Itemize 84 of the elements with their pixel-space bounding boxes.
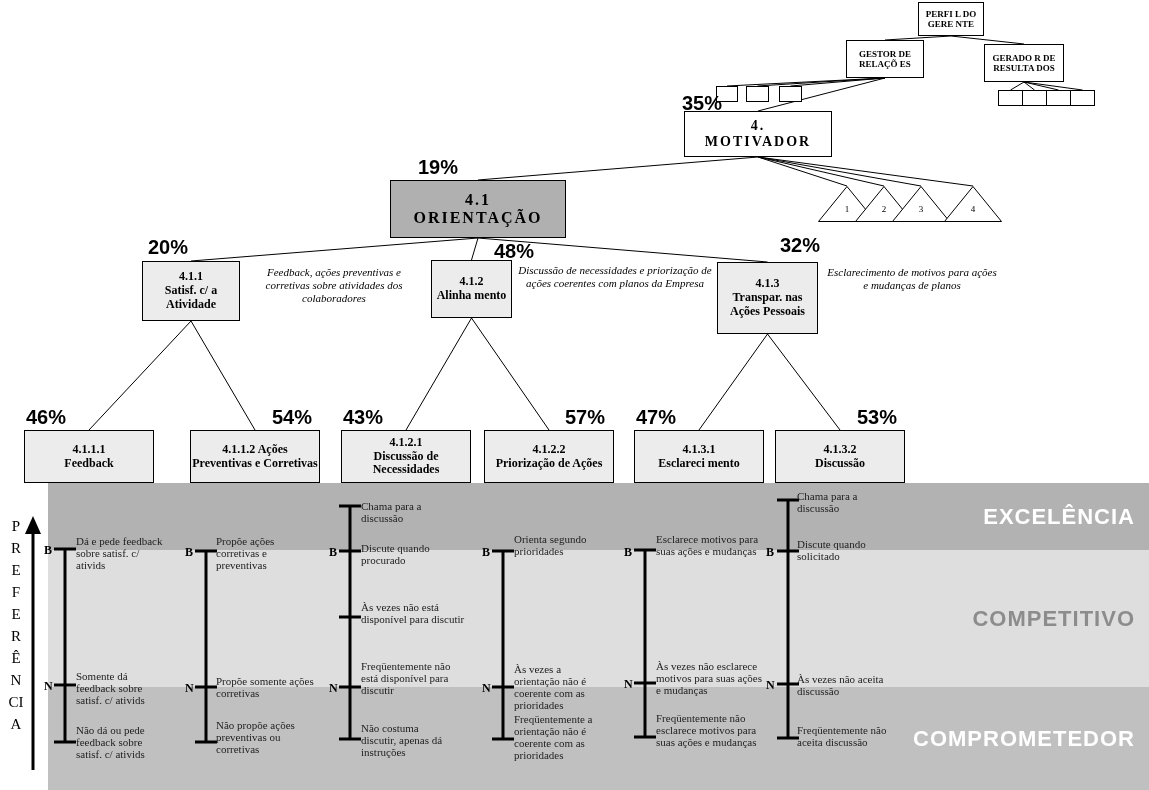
percentage-label: 20%	[148, 236, 189, 259]
tree-line	[88, 320, 192, 431]
scale-mark: B	[44, 543, 52, 558]
scale-mark: N	[624, 677, 633, 692]
triangle-number: 4	[969, 204, 977, 214]
tree-box: PERFI L DO GERE NTE	[918, 2, 984, 36]
scale-mark: B	[482, 545, 490, 560]
tree-line	[405, 317, 472, 431]
axis-title: PREFERÊNCIA	[8, 517, 24, 734]
percentage-label: 54%	[272, 406, 313, 429]
tree-box: 4.1.1 Satisf. c/ a Atividade	[142, 261, 240, 321]
behavior-text: Às vezes não está disponível para discutir	[361, 601, 466, 625]
scale-mark: N	[329, 681, 338, 696]
behavior-text: Às vezes não esclarece motivos para suas ações e mudanças	[656, 660, 763, 696]
tree-line	[698, 333, 768, 431]
triangle-number: 1	[843, 204, 851, 214]
behavior-text: Esclarece motivos para suas ações e mudanças	[656, 533, 759, 557]
tree-line	[884, 35, 952, 41]
description-text: Feedback, ações preventivas e corretivas sobre atividades dos colaboradores	[264, 266, 404, 306]
behavior-text: Orienta segundo prioridades	[514, 533, 588, 557]
percentage-label: 57%	[565, 406, 606, 429]
behavior-text: Freqüentemente não aceita discussão	[797, 724, 887, 748]
scale-mark: N	[44, 679, 53, 694]
behavior-text: Discute quando procurado	[361, 542, 431, 566]
behavior-text: Somente dá feedback sobre satisf. c/ ativids	[76, 670, 146, 706]
tree-line	[1010, 81, 1025, 91]
behavior-text: Chama para a discussão	[361, 500, 423, 524]
scale-mark: N	[482, 681, 491, 696]
behavior-text: Não dá ou pede feedback sobre satisf. c/ ativids	[76, 724, 146, 760]
tree-line	[1023, 81, 1083, 91]
tree-line	[757, 156, 974, 187]
percentage-label: 47%	[636, 406, 677, 429]
percentage-label: 53%	[857, 406, 898, 429]
tree-line	[471, 317, 550, 431]
scale-mark: B	[329, 545, 337, 560]
tree-line	[477, 156, 759, 181]
behavior-text: Freqüentemente não está disponível para discutir	[361, 660, 452, 696]
empty-box	[779, 86, 802, 102]
tree-box: 4.1.2.1 Discussão de Necessidades	[341, 430, 471, 483]
tree-box: 4. MOTIVADOR	[684, 111, 832, 157]
tree-box: 4.1.1.2 Ações Preventivas e Corretivas	[190, 430, 320, 483]
percentage-label: 46%	[26, 406, 67, 429]
tree-line	[757, 77, 886, 112]
triangle-number: 2	[880, 204, 888, 214]
behavior-text: Não costuma discutir, apenas dá instruções	[361, 722, 444, 758]
percentage-label: 43%	[343, 406, 384, 429]
percentage-label: 19%	[418, 156, 459, 179]
description-text: Discussão de necessidades e priorização de ações coerentes com planos da Empresa	[517, 264, 713, 291]
behavior-text: Discute quando solicitado	[797, 538, 867, 562]
tree-box: GERADO R DE RESULTA DOS	[984, 44, 1064, 82]
tree-line	[190, 237, 479, 262]
tree-box: 4.1 ORIENTAÇÃO	[390, 180, 566, 238]
tree-line	[1023, 81, 1035, 91]
scale-mark: N	[766, 678, 775, 693]
scale-mark: B	[624, 545, 632, 560]
tree-box: 4.1.2.2 Priorização de Ações	[484, 430, 614, 483]
behavior-text: Dá e pede feedback sobre satisf. c/ ativids	[76, 535, 164, 571]
behavior-text: Não propõe ações preventivas ou corretivas	[216, 719, 296, 755]
tree-line	[767, 333, 841, 431]
triangle-number: 3	[917, 204, 925, 214]
scale-mark: N	[185, 681, 194, 696]
tree-box: 4.1.3.2 Discussão	[775, 430, 905, 483]
behavior-text: Freqüentemente a orientação não é coerente com as prioridades	[514, 713, 594, 761]
behavior-text: Às vezes a orientação não é coerente com as prioridades	[514, 663, 588, 711]
behavior-text: Propõe somente ações corretivas	[216, 675, 315, 699]
tree-box: 4.1.2 Alinha mento	[431, 260, 512, 318]
tree-box: 4.1.3 Transpar. nas Ações Pessoais	[717, 262, 818, 334]
tree-box: 4.1.1.1 Feedback	[24, 430, 154, 483]
behavior-text: Propõe ações corretivas e preventivas	[216, 535, 276, 571]
behavior-text: Freqüentemente não esclarece motivos para suas ações e mudanças	[656, 712, 758, 748]
tree-line	[190, 320, 256, 431]
scale-mark: B	[766, 545, 774, 560]
description-text: Esclarecimento de motivos para ações e mudanças de planos	[826, 266, 998, 293]
behavior-text: Chama para a discussão	[797, 490, 859, 514]
tree-line	[950, 35, 1025, 45]
tree-line	[471, 237, 479, 261]
percentage-label: 32%	[780, 234, 821, 257]
scale-mark: B	[185, 545, 193, 560]
tree-box: GESTOR DE RELAÇÕ ES	[846, 40, 924, 78]
empty-box	[746, 86, 769, 102]
tree-box: 4.1.3.1 Esclareci mento	[634, 430, 764, 483]
tree-line	[477, 237, 768, 263]
behavior-text: Às vezes não aceita discussão	[797, 673, 885, 697]
percentage-label: 48%	[494, 240, 535, 263]
